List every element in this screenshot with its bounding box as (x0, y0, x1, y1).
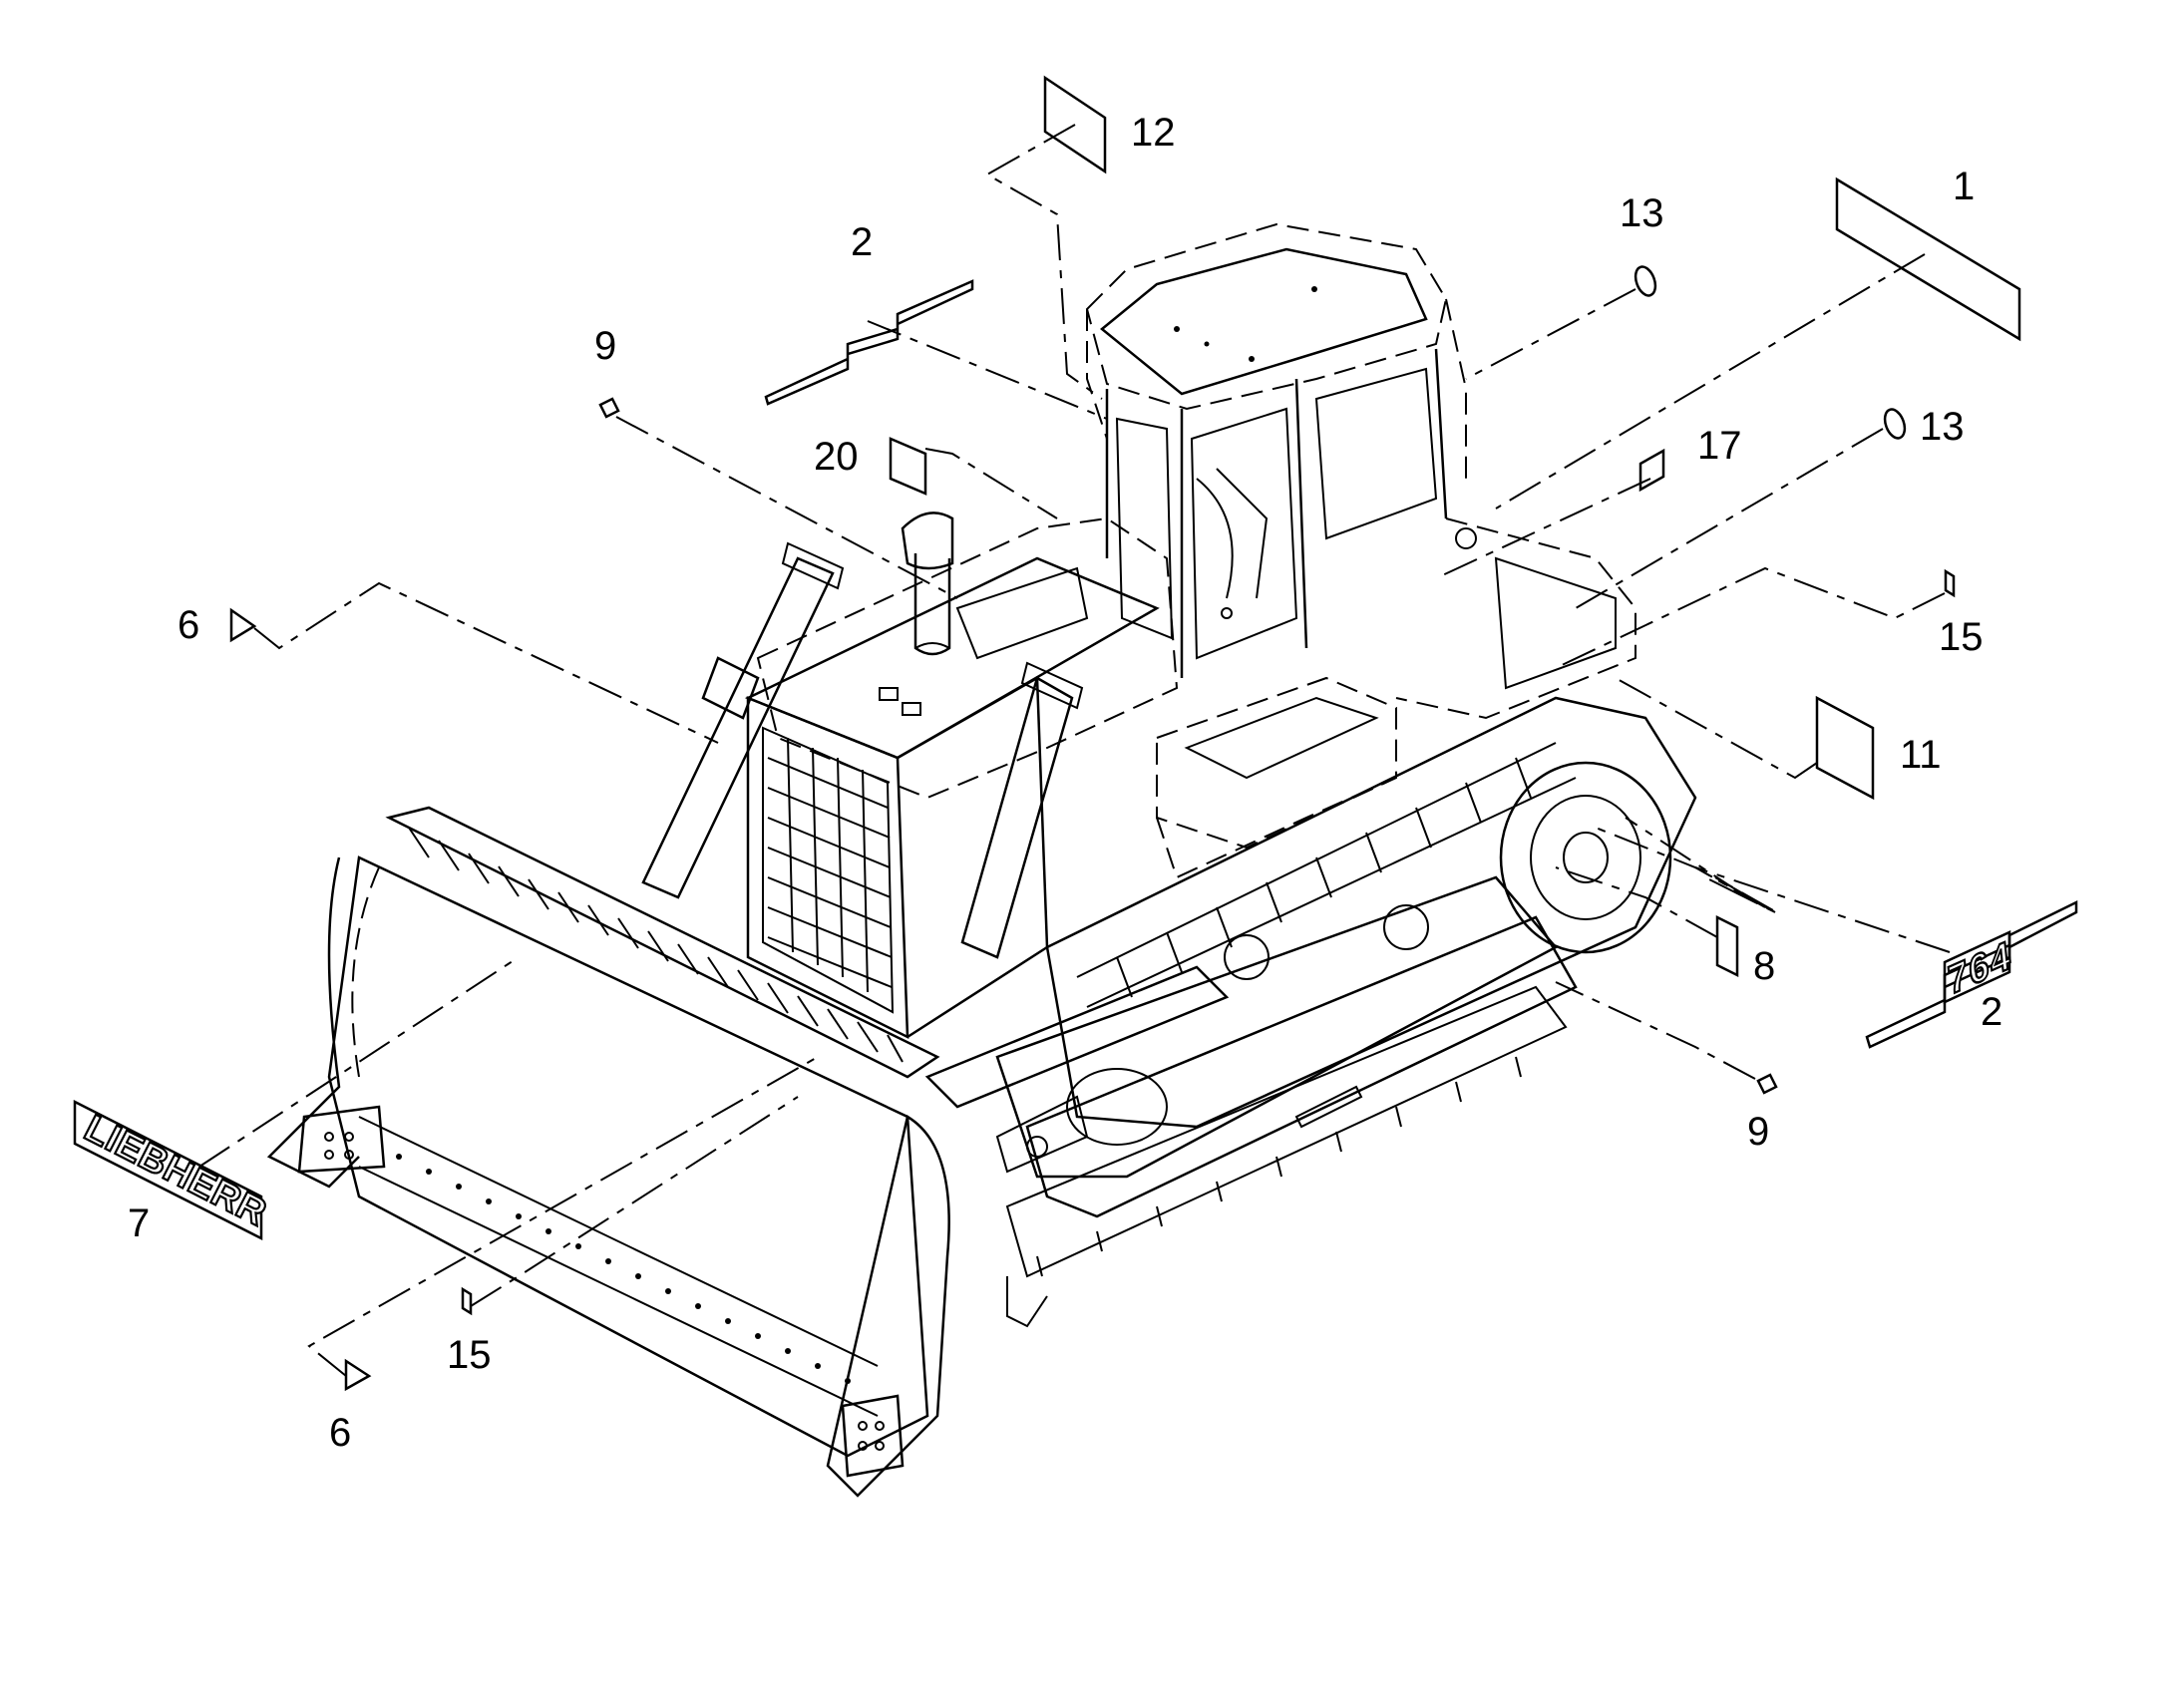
callout-13-upper: 13 (1620, 191, 1664, 235)
callout-9-lower: 9 (1747, 1110, 1769, 1154)
decal-1 (1835, 176, 2021, 342)
decal-11 (1815, 695, 1875, 801)
decal-6-upper (229, 607, 257, 643)
decal-13-upper (1634, 265, 1657, 297)
callout-13-lower: 13 (1920, 405, 1965, 449)
callout-7: 7 (128, 1201, 150, 1245)
right-track (1045, 696, 1697, 1129)
push-arms (924, 965, 1230, 1174)
cutting-edge-bolts (396, 1154, 851, 1384)
decal-20 (889, 437, 927, 496)
fender-platform (1156, 676, 1397, 879)
engine-hood (744, 512, 1636, 800)
callout-6-lower: 6 (329, 1411, 351, 1455)
callout-labels: 12 1 13 13 2 9 20 17 6 15 11 8 2 9 7 15 … (128, 111, 2002, 1455)
callout-9-upper: 9 (594, 324, 616, 368)
decal-9-upper (598, 397, 620, 419)
decal-15-lower (461, 1286, 473, 1316)
decal-12 (1043, 75, 1107, 174)
decal-15-upper (1944, 568, 1956, 598)
callout-17: 17 (1697, 424, 1742, 468)
decal-7-brand-logo: LIEBHERR (73, 1099, 275, 1241)
callout-2-upper: 2 (851, 220, 873, 264)
bulldozer-drawing (266, 222, 1697, 1498)
decal-8 (1715, 914, 1739, 978)
left-track (995, 875, 1578, 1328)
cab (1085, 222, 1477, 678)
brand-logo-text: LIEBHERR (78, 1108, 274, 1235)
callout-8: 8 (1753, 944, 1775, 988)
decal-2-upper (764, 279, 974, 406)
callout-2-lower: 2 (1981, 990, 2002, 1034)
callout-20: 20 (814, 435, 859, 479)
lift-cylinders (641, 541, 1084, 959)
decal-13-lower (1883, 408, 1907, 440)
callout-15-lower: 15 (447, 1333, 492, 1377)
decal-9-lower (1756, 1073, 1778, 1095)
decal-2-lower: 764 (1865, 899, 2078, 1049)
decals: 764 LIEBHERR (73, 75, 2078, 1392)
decal-6-lower (344, 1358, 372, 1392)
callout-11: 11 (1900, 733, 1942, 777)
dozer-blade (266, 806, 950, 1498)
callout-12: 12 (1131, 111, 1176, 155)
callout-6-upper: 6 (178, 603, 199, 647)
callout-15-upper: 15 (1939, 615, 1984, 659)
radiator-grille (746, 675, 1049, 1040)
leader-lines (198, 124, 1951, 1377)
callout-1: 1 (1953, 165, 1975, 208)
decal-17 (1638, 448, 1665, 493)
